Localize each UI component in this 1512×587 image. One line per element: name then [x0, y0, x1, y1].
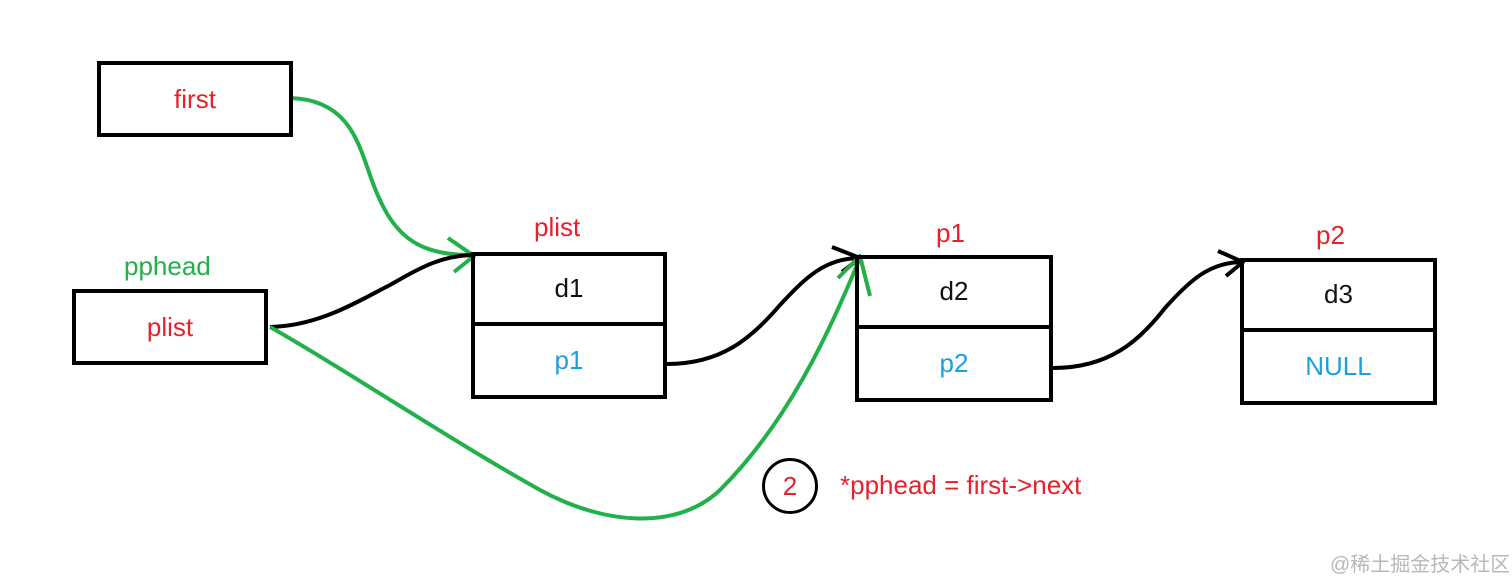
pphead-pointer-value: plist [146, 311, 194, 342]
watermark-text: @稀土掘金技术社区 [1330, 554, 1511, 576]
node-name-plist: plist [534, 212, 581, 242]
first-pointer-box: first [97, 61, 293, 137]
node-p1-data: d2 [859, 259, 1049, 329]
first-pointer-value: first [174, 83, 216, 114]
node-name-p2: p2 [1316, 220, 1345, 250]
node-p2-next: NULL [1305, 350, 1372, 381]
node-name-p1: p1 [936, 218, 965, 248]
arrow-pphead-to-p1-node [269, 257, 862, 521]
pphead-name-label: pphead [124, 251, 211, 281]
step-number-badge: 2 [762, 458, 818, 514]
node-plist-data: d1 [475, 256, 663, 326]
node-p2: d3 NULL [1240, 258, 1437, 405]
node-p1-next: p2 [939, 347, 969, 378]
node-p1: d2 p2 [855, 255, 1053, 402]
step-expression: *pphead = first->next [840, 470, 1082, 500]
arrow-pphead-to-plist-node [269, 253, 473, 329]
node-p2-data: d3 [1244, 262, 1433, 332]
pphead-pointer-box: plist [72, 289, 268, 365]
node-plist: d1 p1 [471, 252, 667, 399]
arrow-p1-next-to-p2 [1052, 260, 1244, 370]
node-plist-next: p1 [554, 344, 584, 375]
arrow-first-to-plist-node [289, 96, 473, 257]
arrow-plist-next-to-p1 [666, 256, 861, 366]
